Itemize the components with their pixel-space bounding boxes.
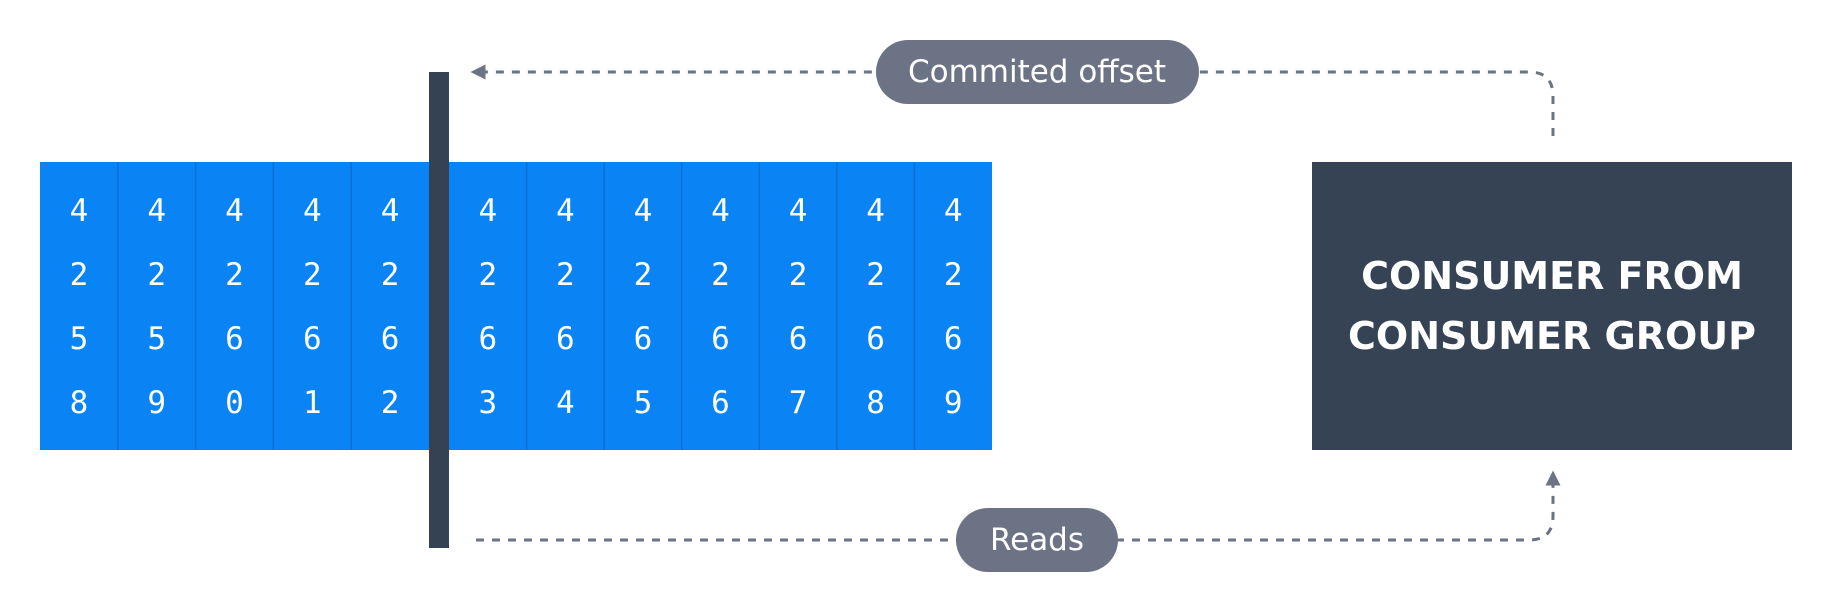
log-cell-digit: 2 xyxy=(711,257,730,293)
log-cell-digit: 6 xyxy=(711,321,730,357)
log-cell-digit: 2 xyxy=(303,257,322,293)
log-cell-digit: 6 xyxy=(944,321,963,357)
log-cell-digit: 8 xyxy=(70,385,89,421)
log-cell-digit: 4 xyxy=(70,193,89,229)
log-cell-digit: 8 xyxy=(866,385,885,421)
log-unconsumed-segment xyxy=(440,162,992,450)
log-cell-digit: 0 xyxy=(225,385,244,421)
log-cell-digit: 2 xyxy=(556,257,575,293)
committed-offset-marker xyxy=(429,72,449,548)
log-cell-digit: 6 xyxy=(789,321,808,357)
log-consumed-segment xyxy=(40,162,440,450)
log-cell-digit: 4 xyxy=(711,193,730,229)
log-cell-digit: 2 xyxy=(634,257,653,293)
consumer-title-line2: CONSUMER GROUP xyxy=(1348,314,1756,358)
log-cell-digit: 6 xyxy=(634,321,653,357)
log-column-dividers xyxy=(117,162,916,450)
log-cell-digit: 4 xyxy=(634,193,653,229)
log-cell-digit: 6 xyxy=(225,321,244,357)
log-cell-digit: 6 xyxy=(381,321,400,357)
log-cell-digit: 4 xyxy=(147,193,166,229)
reads-arrow xyxy=(476,470,1561,542)
log-cell-digit: 6 xyxy=(866,321,885,357)
partition-log: 4 2 5 8 4 2 5 9 4 2 6 0 4 2 6 1 4 2 6 2 4 2 6 3 4 2 6 4 4 2 6 5 4 2 6 6 4 2 6 7… xyxy=(40,162,992,450)
log-cell-digit: 2 xyxy=(944,257,963,293)
log-cell-digit: 4 xyxy=(944,193,963,229)
reads-label: Reads xyxy=(956,508,1118,572)
committed-offset-text: Commited offset xyxy=(908,54,1166,90)
log-cell-digit: 2 xyxy=(70,257,89,293)
log-cell-digit: 4 xyxy=(556,385,575,421)
reads-pill xyxy=(956,508,1118,572)
consumer-title-line1: CONSUMER FROM xyxy=(1361,254,1743,298)
log-cell-digit: 1 xyxy=(303,385,322,421)
log-cell-digit: 6 xyxy=(556,321,575,357)
reads-text: Reads xyxy=(990,522,1084,558)
log-cell-digit: 2 xyxy=(147,257,166,293)
log-cell-digit: 2 xyxy=(381,385,400,421)
log-cell-digit: 2 xyxy=(789,257,808,293)
log-cell-digit: 5 xyxy=(634,385,653,421)
committed-offset-label: Commited offset xyxy=(876,40,1199,104)
log-cell-digit: 2 xyxy=(866,257,885,293)
log-cell-digit: 7 xyxy=(789,385,808,421)
log-cell-digit: 6 xyxy=(478,321,497,357)
log-cell-digit: 2 xyxy=(381,257,400,293)
log-cell-digit: 4 xyxy=(866,193,885,229)
log-cell-digit: 4 xyxy=(225,193,244,229)
log-cell-digit: 4 xyxy=(556,193,575,229)
log-cell-digit: 9 xyxy=(944,385,963,421)
log-cell-digit: 4 xyxy=(381,193,400,229)
log-cell-digit: 4 xyxy=(303,193,322,229)
log-cell-digit: 3 xyxy=(478,385,497,421)
log-cell-digit: 4 xyxy=(478,193,497,229)
log-cell-digit: 2 xyxy=(478,257,497,293)
log-cell-digit: 4 xyxy=(789,193,808,229)
log-cell-digit: 5 xyxy=(70,321,89,357)
committed-offset-pill xyxy=(876,40,1199,104)
log-cell-digit: 9 xyxy=(147,385,166,421)
log-cells: 4 2 5 8 4 2 5 9 4 2 6 0 4 2 6 1 4 2 6 2 4 2 6 3 4 2 6 4 4 2 6 5 4 2 6 6 4 2 6 7… xyxy=(70,193,963,421)
log-cell-digit: 6 xyxy=(711,385,730,421)
log-cell-digit: 6 xyxy=(303,321,322,357)
consumer-box: CONSUMER FROM CONSUMER GROUP xyxy=(1312,162,1792,450)
log-cell-digit: 5 xyxy=(147,321,166,357)
consumer-rect xyxy=(1312,162,1792,450)
log-cell-digit: 2 xyxy=(225,257,244,293)
